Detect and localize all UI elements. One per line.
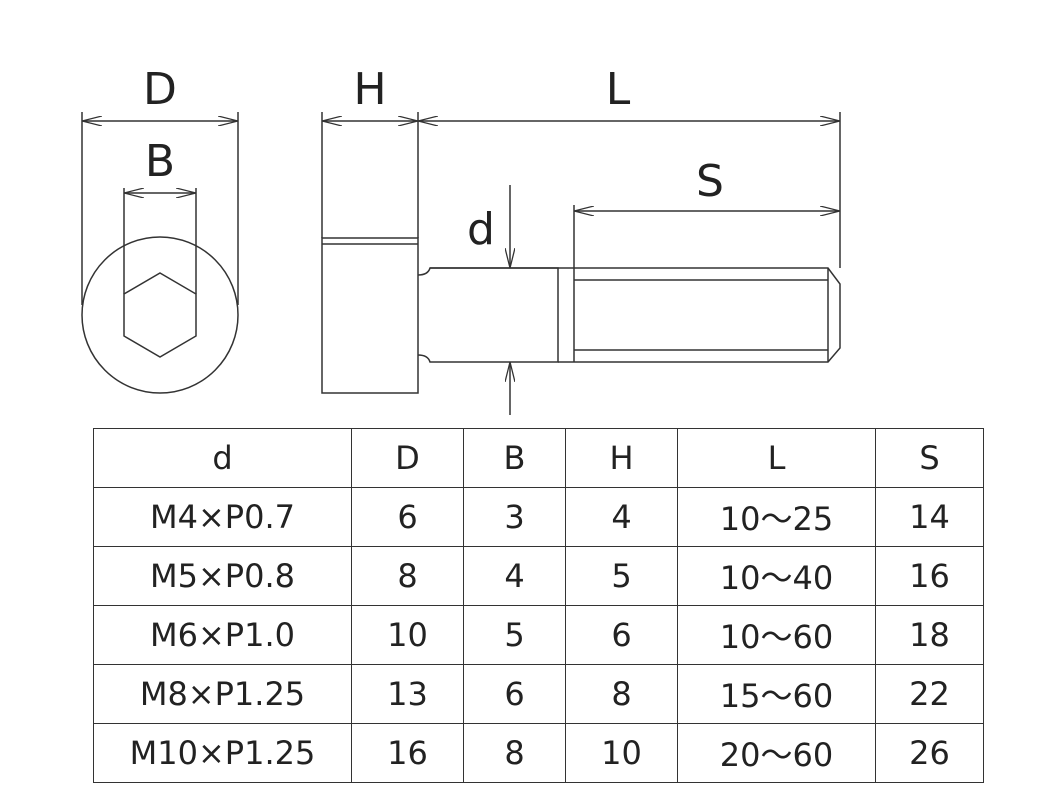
label-length: L — [606, 64, 631, 115]
header-L: L — [677, 428, 876, 488]
bolt-head — [321, 237, 419, 394]
cell-S: 26 — [875, 723, 984, 783]
header-S: S — [875, 428, 984, 488]
cell-d: M10×P1.25 — [93, 723, 352, 783]
header-H: H — [565, 428, 678, 488]
label-thread-diameter: d — [467, 204, 495, 255]
header-B: B — [463, 428, 566, 488]
cell-B: 4 — [463, 546, 566, 606]
cell-d: M6×P1.0 — [93, 605, 352, 665]
cell-L: 10～25 — [677, 487, 876, 547]
spec-table: d D B H L S M4×P0.7 6 3 4 10～25 14 M5×P0… — [93, 428, 984, 783]
cell-B: 6 — [463, 664, 566, 724]
label-head-height: H — [353, 64, 386, 115]
cell-D: 6 — [351, 487, 464, 547]
cell-S: 16 — [875, 546, 984, 606]
cell-H: 4 — [565, 487, 678, 547]
cell-D: 13 — [351, 664, 464, 724]
cell-S: 22 — [875, 664, 984, 724]
bolt-shank — [417, 267, 559, 363]
label-head-diameter: D — [143, 64, 177, 115]
bolt-thread — [558, 267, 841, 363]
cell-B: 8 — [463, 723, 566, 783]
label-thread-length: S — [696, 156, 724, 207]
thread-root-line — [573, 268, 829, 362]
cell-B: 3 — [463, 487, 566, 547]
cell-L: 10～40 — [677, 546, 876, 606]
cell-H: 10 — [565, 723, 678, 783]
cell-L: 10～60 — [677, 605, 876, 665]
cell-H: 6 — [565, 605, 678, 665]
cell-D: 16 — [351, 723, 464, 783]
cell-L: 20～60 — [677, 723, 876, 783]
cell-d: M8×P1.25 — [93, 664, 352, 724]
table-row: M4×P0.7 6 3 4 10～25 14 — [93, 487, 984, 547]
header-D: D — [351, 428, 464, 488]
cell-B: 5 — [463, 605, 566, 665]
header-d: d — [93, 428, 352, 488]
cell-H: 8 — [565, 664, 678, 724]
cell-d: M4×P0.7 — [93, 487, 352, 547]
head-outline-circle — [81, 236, 239, 394]
cell-D: 8 — [351, 546, 464, 606]
cell-d: M5×P0.8 — [93, 546, 352, 606]
cell-L: 15～60 — [677, 664, 876, 724]
end-view — [81, 112, 239, 394]
cell-S: 14 — [875, 487, 984, 547]
bolt-drawing: D B H L S d — [81, 64, 841, 415]
label-socket-width: B — [145, 136, 175, 187]
table-row: M8×P1.25 13 6 8 15～60 22 — [93, 664, 984, 724]
table-row: M10×P1.25 16 8 10 20～60 26 — [93, 723, 984, 783]
hex-socket — [123, 272, 197, 358]
side-view — [321, 112, 841, 415]
table-row: M5×P0.8 8 4 5 10～40 16 — [93, 546, 984, 606]
cell-S: 18 — [875, 605, 984, 665]
cell-H: 5 — [565, 546, 678, 606]
table-row: M6×P1.0 10 5 6 10～60 18 — [93, 605, 984, 665]
cell-D: 10 — [351, 605, 464, 665]
table-header-row: d D B H L S — [93, 428, 984, 488]
